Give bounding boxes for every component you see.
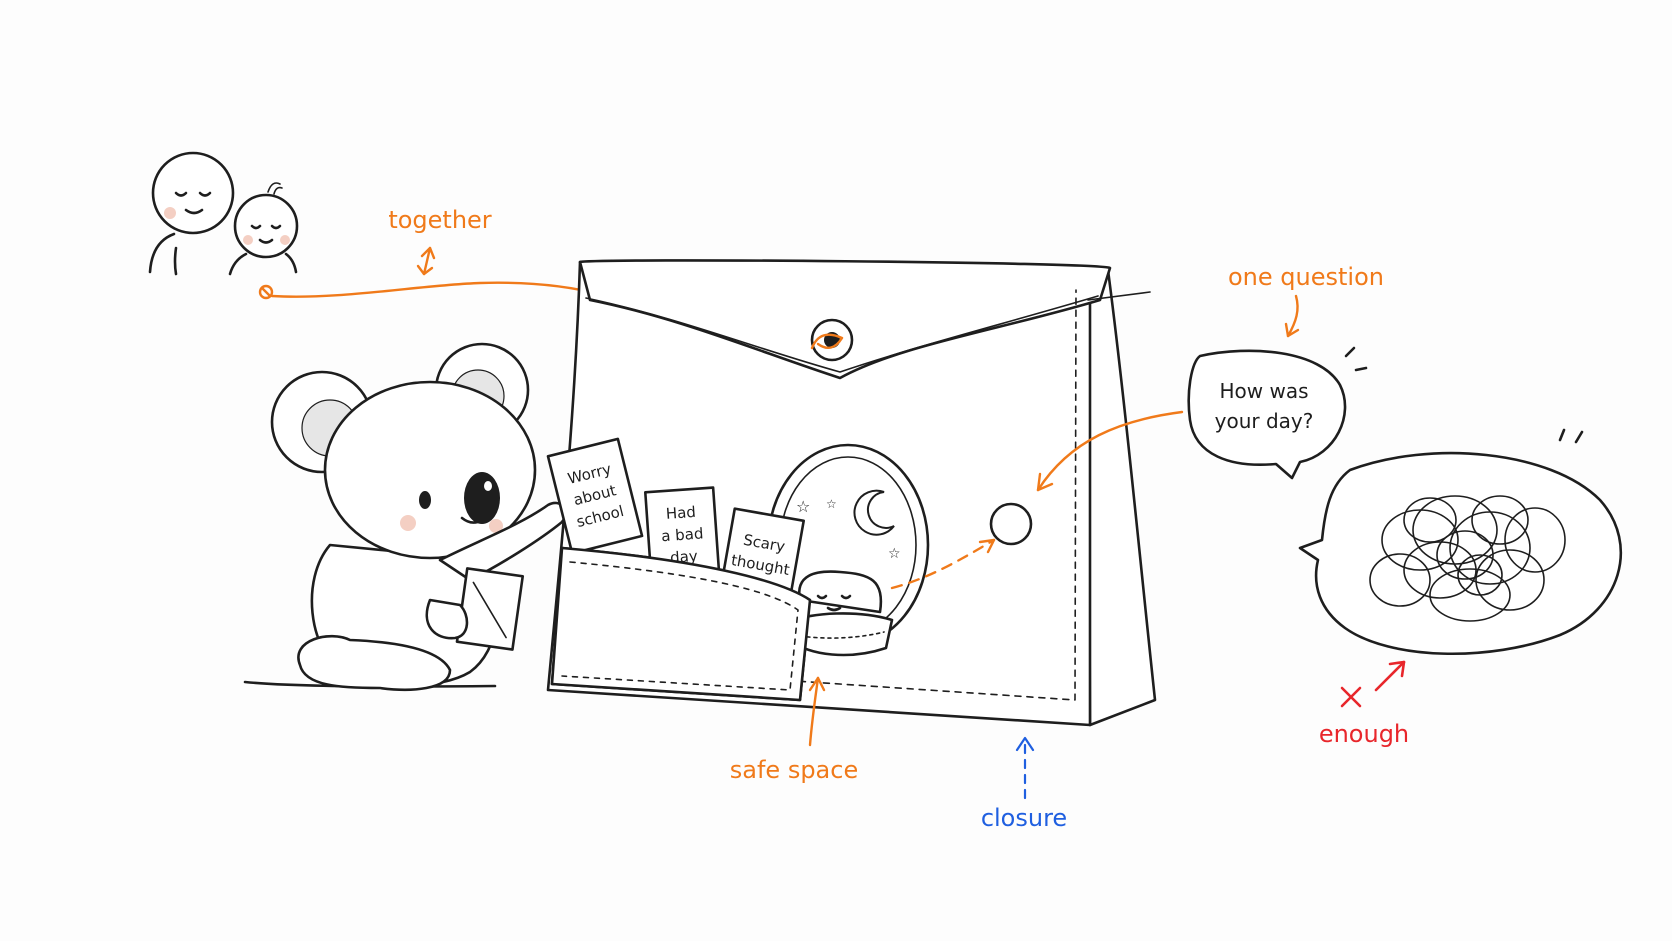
svg-text:☆: ☆ — [888, 546, 901, 562]
svg-text:☆: ☆ — [826, 497, 837, 511]
card-had-a-bad-day: Had a bad day — [643, 486, 721, 576]
red-x-icon — [1340, 686, 1362, 708]
safe-space-arrow — [808, 676, 820, 747]
card2-line1: Had — [665, 503, 696, 523]
koala — [243, 342, 568, 691]
label-closure: closure — [981, 804, 1067, 832]
pocket-front — [550, 546, 812, 702]
parent-child-figures — [148, 151, 299, 276]
child-figure — [228, 182, 299, 276]
bubble-line1: How was — [1219, 379, 1308, 403]
question-bubble: How was your day? — [1187, 346, 1368, 480]
enough-arrow — [1374, 660, 1406, 692]
card-worry-about-school: Worry about school — [546, 437, 644, 555]
parent-figure — [148, 151, 235, 276]
tangle-bubble — [1298, 428, 1623, 656]
label-enough: enough — [1319, 720, 1409, 748]
card2-line2: a bad — [661, 524, 704, 545]
svg-text:☆: ☆ — [796, 497, 810, 516]
label-together: together — [388, 206, 491, 234]
label-safe-space: safe space — [730, 756, 858, 784]
safe-space-window: ☆ ☆ ☆ — [766, 443, 996, 657]
label-one-question: one question — [1228, 263, 1384, 291]
bubble-line2: your day? — [1215, 409, 1314, 433]
one-question-arrow — [1286, 294, 1299, 338]
question-arrow — [1036, 410, 1184, 492]
